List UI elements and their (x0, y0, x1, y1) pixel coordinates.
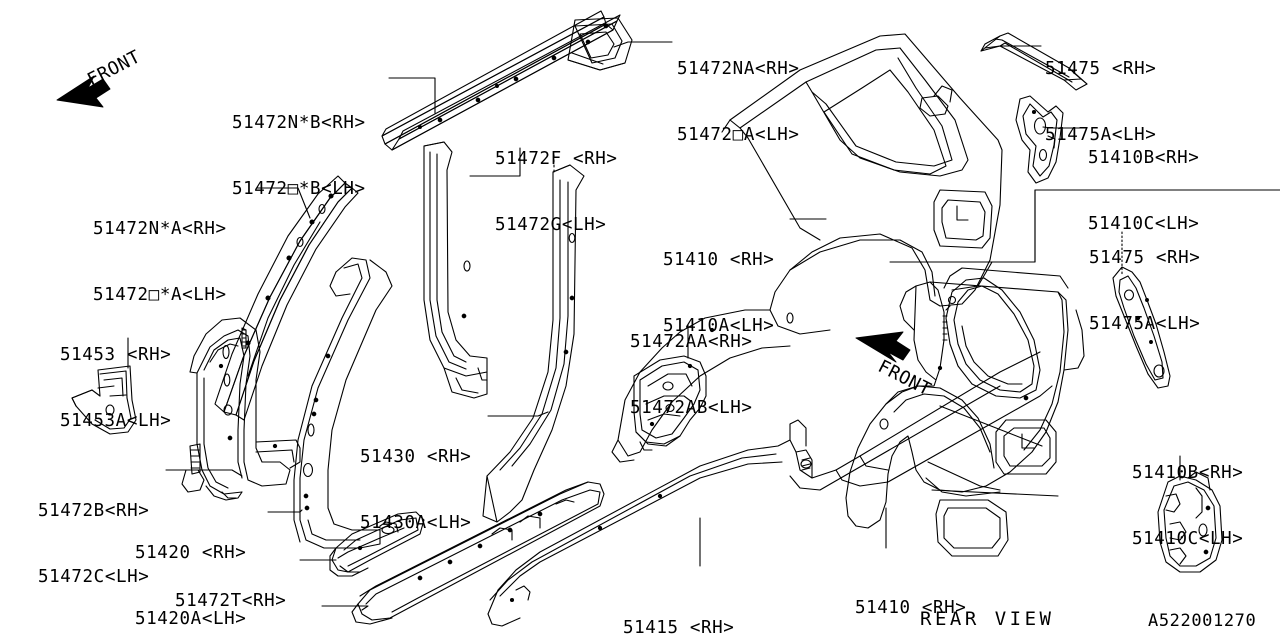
label-line-rh: 51472N*B<RH> (232, 113, 366, 133)
label-line-rh: 51472AA<RH> (630, 332, 753, 352)
part-51472nb-shape (381, 10, 621, 151)
label-line-rh: 51472T<RH> (175, 591, 287, 611)
part-51475-top-shape (980, 32, 1088, 91)
label-line-lh: 51472C<LH> (38, 567, 150, 587)
label-51472: 51472 <RH> 51472A<LH> (197, 594, 308, 640)
label-51410b-bot: 51410B<RH> 51410C<LH> (1132, 418, 1243, 594)
part-51453-shape (71, 365, 137, 435)
label-line-lh: 51475A<LH> (1045, 125, 1157, 145)
label-51472na: 51472NA<RH> 51472□A<LH> (677, 14, 800, 190)
label-51472t: 51472T<RH> 51472U<LH> (175, 546, 286, 640)
label-line-lh: 51430A<LH> (360, 513, 472, 533)
label-line-rh: 51410 <RH> (855, 598, 967, 618)
part-51472-shape (351, 481, 605, 625)
front-arrow-rear-view-glyph (855, 331, 911, 363)
part-51475-mid-shape (1112, 266, 1171, 389)
part-51472t-shape (329, 511, 425, 577)
label-line-rh: 51453 <RH> (60, 345, 172, 365)
front-arrow-left-glyph (56, 75, 111, 108)
label-51472b: 51472B<RH> 51472C<LH> (38, 456, 149, 632)
part-51410-rear-shape (845, 267, 1085, 557)
label-51472f: 51472F <RH> 51472G<LH> (495, 104, 618, 280)
label-51472na-a: 51472N*A<RH> 51472□*A<LH> (93, 174, 227, 350)
label-line-lh: 51410C<LH> (1088, 214, 1200, 234)
part-51410b-bot-shape (1157, 471, 1223, 573)
label-line-rh: 51475 <RH> (1089, 248, 1201, 268)
label-line-lh: 51472□*B<LH> (232, 179, 366, 199)
label-51430: 51430 <RH> 51430A<LH> (360, 402, 471, 578)
part-51472aa-shape (633, 355, 707, 451)
label-line-rh: 51420 <RH> (135, 543, 247, 563)
part-51430-shape (482, 154, 585, 523)
label-51475-top: 51475 <RH> 51475A<LH> (1045, 14, 1156, 190)
label-line-rh: 51472N*A<RH> (93, 219, 227, 239)
label-line-lh: 51410C<LH> (1132, 529, 1244, 549)
label-51410b-top: 51410B<RH> 51410C<LH> (1088, 103, 1199, 279)
label-51410: 51410 <RH> 51410A<LH> (663, 205, 774, 381)
label-line-lh: 51472□A<LH> (677, 125, 800, 145)
part-51420-shape (293, 257, 393, 549)
label-line-lh: 51472□*A<LH> (93, 285, 227, 305)
part-51472na2-shape (214, 175, 359, 421)
label-51475-mid: 51475 <RH> 51475A<LH> (1089, 203, 1200, 379)
label-line-lh: 51472AB<LH> (630, 398, 753, 418)
part-51415-shape (487, 351, 1053, 627)
label-51410-rear: 51410 <RH> 51410A<LH> (855, 553, 966, 640)
leader-lines (127, 41, 1280, 611)
part-51472f-shape (423, 141, 488, 399)
label-line-lh: 51453A<LH> (60, 411, 172, 431)
label-line-rh: 51410 <RH> (663, 250, 775, 270)
part-51472na-shape (567, 17, 633, 71)
label-line-lh: 51410A<LH> (663, 316, 775, 336)
rear-view-label: REAR VIEW (920, 608, 1055, 630)
part-51472b-shape (181, 317, 301, 501)
label-line-rh: 51430 <RH> (360, 447, 472, 467)
label-line-rh: 51415 <RH> (623, 618, 735, 638)
label-51420: 51420 <RH> 51420A<LH> (135, 498, 246, 640)
label-line-rh: 51472F <RH> (495, 149, 618, 169)
label-51472nb: 51472N*B<RH> 51472□*B<LH> (232, 68, 366, 244)
label-51415: 51415 <RH> 51415A<LH> (623, 573, 734, 640)
diagram-number: A522001270 (1148, 611, 1257, 631)
label-line-rh: 51472B<RH> (38, 501, 150, 521)
label-line-rh: 51472NA<RH> (677, 59, 800, 79)
label-line-rh: 51410B<RH> (1088, 148, 1200, 168)
label-51472aa: 51472AA<RH> 51472AB<LH> (630, 287, 753, 463)
label-line-lh: 51472G<LH> (495, 215, 607, 235)
label-line-rh: 51475 <RH> (1045, 59, 1157, 79)
label-line-lh: 51420A<LH> (135, 609, 247, 629)
label-line-lh: 51475A<LH> (1089, 314, 1201, 334)
label-51453: 51453 <RH> 51453A<LH> (60, 300, 171, 476)
label-line-rh: 51410B<RH> (1132, 463, 1244, 483)
part-51410b-top-shape (1015, 95, 1064, 184)
